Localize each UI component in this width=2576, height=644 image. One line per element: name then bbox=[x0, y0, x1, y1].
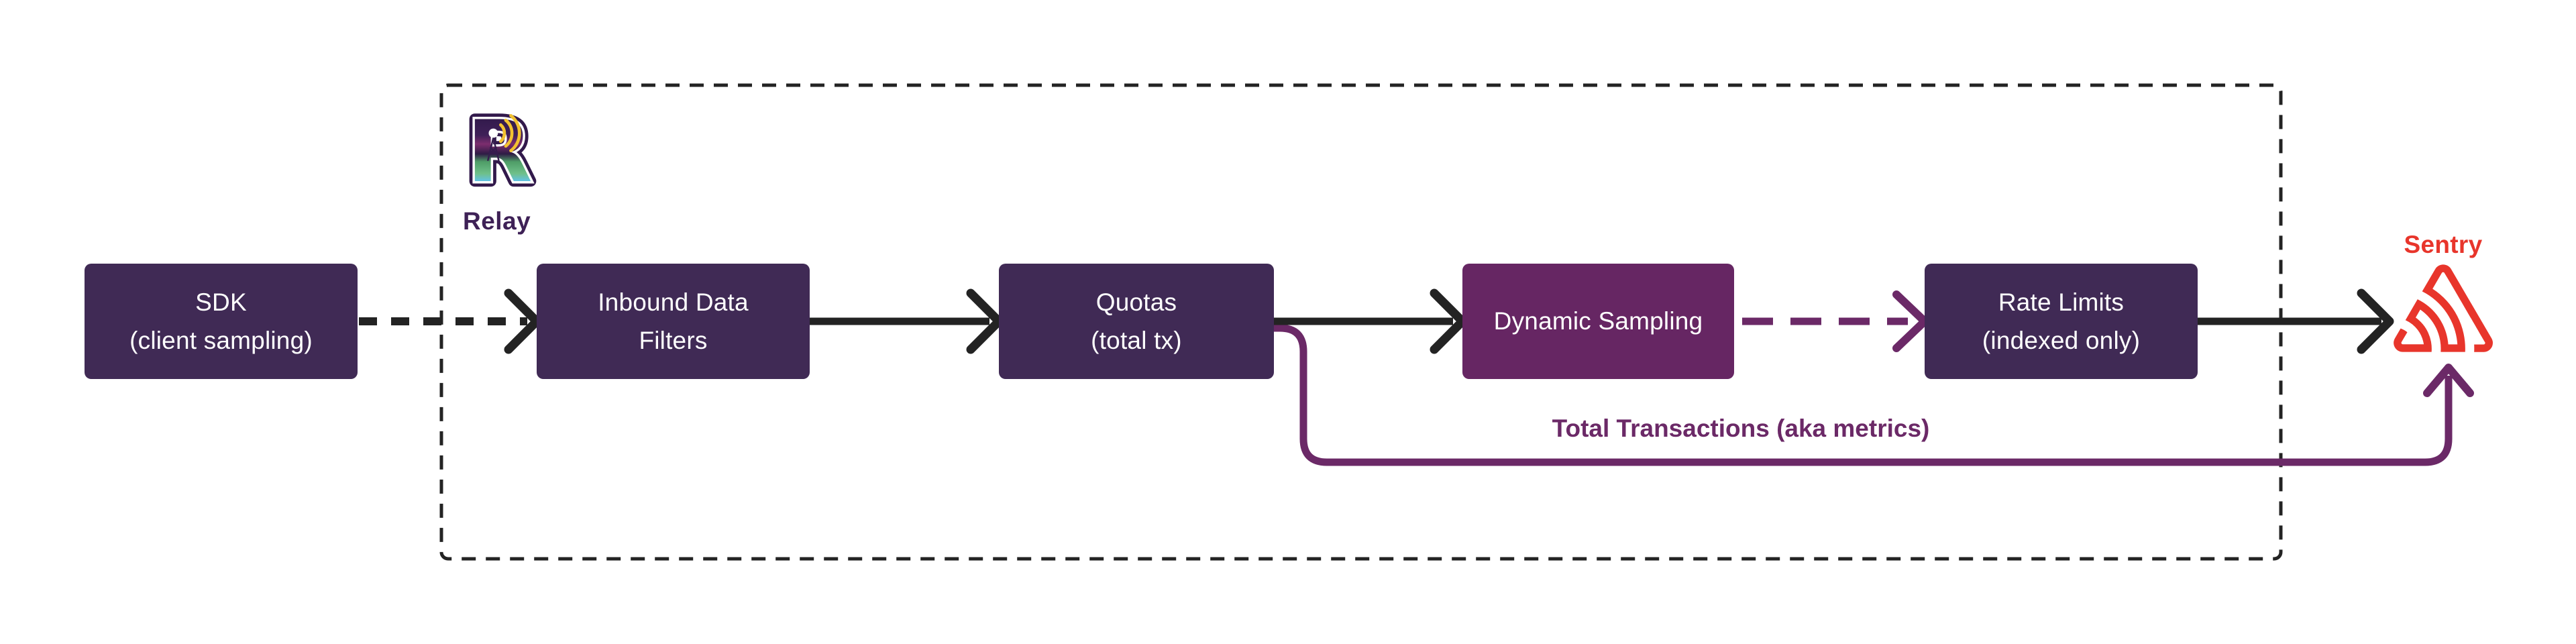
sentry-label: Sentry bbox=[2404, 231, 2483, 258]
node-dynamic-line1: Dynamic Sampling bbox=[1493, 307, 1703, 335]
relay-beacon-dot bbox=[488, 128, 498, 138]
node-sdk-line2: (client sampling) bbox=[129, 327, 313, 354]
svg-text:R: R bbox=[467, 104, 532, 199]
relay-logo-icon: R R bbox=[463, 104, 537, 199]
metrics-label: Total Transactions (aka metrics) bbox=[1552, 415, 1930, 442]
relay-wave-icon bbox=[509, 114, 521, 152]
sentry-brand: Sentry bbox=[2376, 231, 2510, 356]
metrics-connector bbox=[1274, 324, 2453, 466]
sentry-arrowhead-icon bbox=[2357, 288, 2394, 354]
node-sdk: SDK (client sampling) bbox=[85, 264, 358, 379]
node-rate-line1: Rate Limits bbox=[1998, 288, 2125, 316]
node-inbound-line1: Inbound Data bbox=[598, 288, 749, 316]
node-quotas-line1: Quotas bbox=[1095, 288, 1177, 316]
node-quotas-line2: (total tx) bbox=[1091, 327, 1182, 354]
metrics-arrowhead-up-icon bbox=[2423, 364, 2474, 397]
sentry-logo-icon bbox=[2394, 264, 2493, 352]
node-dynamic-sampling: Dynamic Sampling bbox=[1462, 264, 1734, 379]
node-quotas: Quotas (total tx) bbox=[999, 264, 1274, 379]
node-sdk-line1: SDK bbox=[195, 288, 247, 316]
relay-wave-icon bbox=[499, 123, 506, 144]
node-rate-limits: Rate Limits (indexed only) bbox=[1925, 264, 2198, 379]
node-inbound-line2: Filters bbox=[639, 327, 708, 354]
relay-label: Relay bbox=[463, 207, 531, 235]
relay-brand: R R Relay bbox=[463, 104, 557, 235]
svg-text:R: R bbox=[467, 104, 532, 199]
node-rate-line2: (indexed only) bbox=[1982, 327, 2141, 354]
node-inbound-data-filters: Inbound Data Filters bbox=[537, 264, 810, 379]
relay-wave-icon bbox=[504, 118, 514, 148]
relay-tower-icon bbox=[486, 138, 500, 162]
